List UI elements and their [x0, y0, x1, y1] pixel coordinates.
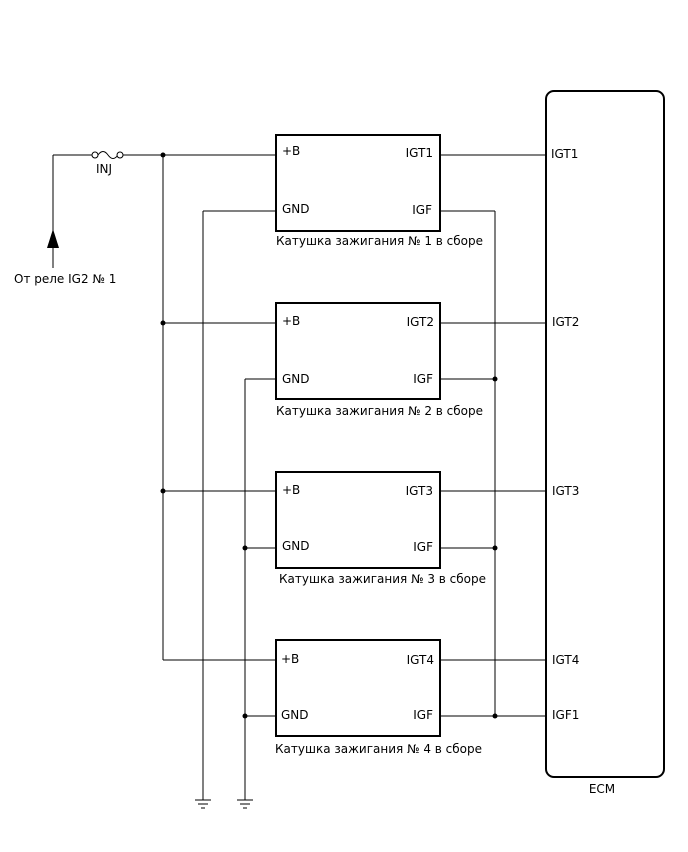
pin-igf-label: IGF	[413, 708, 433, 722]
coil-caption: Катушка зажигания № 2 в сборе	[276, 404, 483, 418]
ignition-coil-2: +B GND IGT2 IGF Катушка зажигания № 2 в …	[275, 302, 483, 418]
power-source: От реле IG2 № 1	[14, 155, 116, 286]
junction-dot	[492, 545, 498, 551]
ignition-coil-1: +B GND IGT1 IGF Катушка зажигания № 1 в …	[275, 134, 483, 248]
pin-b-label: +B	[282, 483, 300, 497]
pin-b-label: +B	[281, 652, 299, 666]
pin-igt-label: IGT1	[406, 146, 433, 160]
ignition-coil-4: +B GND IGT4 IGF Катушка зажигания № 4 в …	[275, 639, 482, 756]
ecm-pin-igt2: IGT2	[552, 315, 579, 329]
junction-dot	[160, 320, 166, 326]
pin-gnd-label: GND	[282, 372, 310, 386]
pin-b-label: +B	[282, 144, 300, 158]
coil-box	[275, 639, 441, 737]
pin-igf-label: IGF	[413, 540, 433, 554]
source-label: От реле IG2 № 1	[14, 272, 116, 286]
ecm-module: IGT1 IGT2 IGT3 IGT4 IGF1 ECM	[545, 90, 665, 796]
junction-dot	[242, 545, 248, 551]
junction-dot	[160, 152, 166, 158]
junction-dot	[492, 713, 498, 719]
coil-box	[275, 302, 441, 400]
pin-igt-label: IGT2	[407, 315, 434, 329]
fuse-icon	[97, 151, 119, 159]
junction-dot	[160, 488, 166, 494]
junction-dot	[242, 713, 248, 719]
pin-gnd-label: GND	[282, 202, 310, 216]
pin-b-label: +B	[282, 314, 300, 328]
coil-caption: Катушка зажигания № 4 в сборе	[275, 742, 482, 756]
ecm-pin-igt3: IGT3	[552, 484, 579, 498]
fuse-terminal-right	[116, 151, 124, 159]
fuse-label: INJ	[96, 162, 112, 176]
ecm-label: ECM	[589, 782, 615, 796]
fuse-terminal-left	[91, 151, 99, 159]
ecm-pin-igf1: IGF1	[552, 708, 579, 722]
coil-box	[275, 134, 441, 232]
ignition-coil-3: +B GND IGT3 IGF Катушка зажигания № 3 в …	[275, 471, 486, 586]
ecm-pin-igt4: IGT4	[552, 653, 579, 667]
pin-igt-label: IGT4	[407, 653, 434, 667]
pin-gnd-label: GND	[282, 539, 310, 553]
pin-igf-label: IGF	[413, 372, 433, 386]
pin-igf-label: IGF	[412, 203, 432, 217]
source-arrow-icon	[47, 229, 59, 248]
coil-caption: Катушка зажигания № 3 в сборе	[279, 572, 486, 586]
pin-igt-label: IGT3	[406, 484, 433, 498]
ground-icon	[195, 799, 211, 809]
ecm-box	[545, 90, 665, 778]
coil-box	[275, 471, 441, 569]
fuse-inj: INJ	[91, 151, 124, 176]
coil-caption: Катушка зажигания № 1 в сборе	[276, 234, 483, 248]
ground-icon	[237, 799, 253, 809]
junction-dot	[492, 376, 498, 382]
ecm-pin-igt1: IGT1	[551, 147, 578, 161]
pin-gnd-label: GND	[281, 708, 309, 722]
